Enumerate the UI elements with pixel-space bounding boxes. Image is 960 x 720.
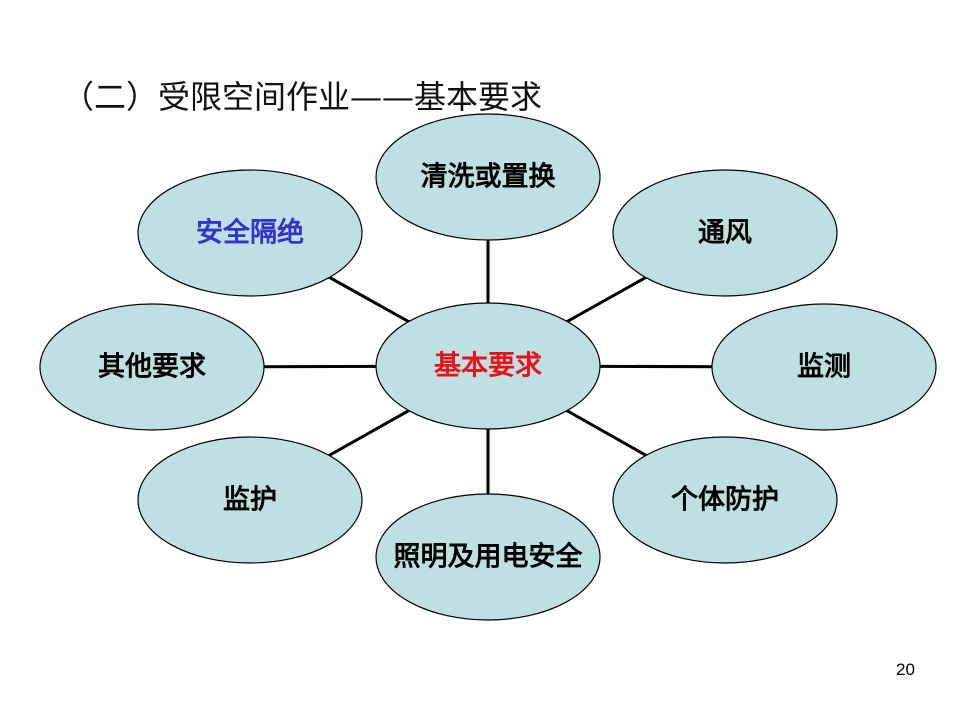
node-3: 监测 xyxy=(711,303,937,431)
node-5-shape xyxy=(375,493,601,621)
node-8-label: 安全隔绝 xyxy=(196,217,304,249)
node-7-label: 其他要求 xyxy=(98,352,206,383)
slide-title: （二）受限空间作业——基本要求 xyxy=(62,78,543,116)
node-2-shape xyxy=(612,169,838,297)
node-3-shape xyxy=(711,303,937,431)
node-7: 其他要求 xyxy=(39,303,265,431)
node-5-label: 照明及用电安全 xyxy=(394,541,584,573)
node-8: 安全隔绝 xyxy=(137,169,363,297)
center-node-label: 基本要求 xyxy=(434,351,542,382)
node-4-label: 个体防护 xyxy=(671,485,779,516)
page-number: 20 xyxy=(896,660,915,679)
node-6: 监护 xyxy=(137,436,363,564)
node-6-shape xyxy=(137,436,363,564)
node-2-label: 通风 xyxy=(698,218,752,249)
node-8-shape xyxy=(137,169,363,297)
node-6-label: 监护 xyxy=(223,485,277,516)
node-1-label: 清洗或置换 xyxy=(421,162,557,193)
center-node: 基本要求 xyxy=(375,302,601,430)
node-4: 个体防护 xyxy=(612,436,838,564)
node-1-shape xyxy=(375,113,601,241)
node-3-label: 监测 xyxy=(797,352,851,383)
node-1: 清洗或置换 xyxy=(375,113,601,241)
center-node-shape xyxy=(375,302,601,430)
node-5: 照明及用电安全 xyxy=(375,493,601,621)
node-7-shape xyxy=(39,303,265,431)
node-2: 通风 xyxy=(612,169,838,297)
node-4-shape xyxy=(612,436,838,564)
